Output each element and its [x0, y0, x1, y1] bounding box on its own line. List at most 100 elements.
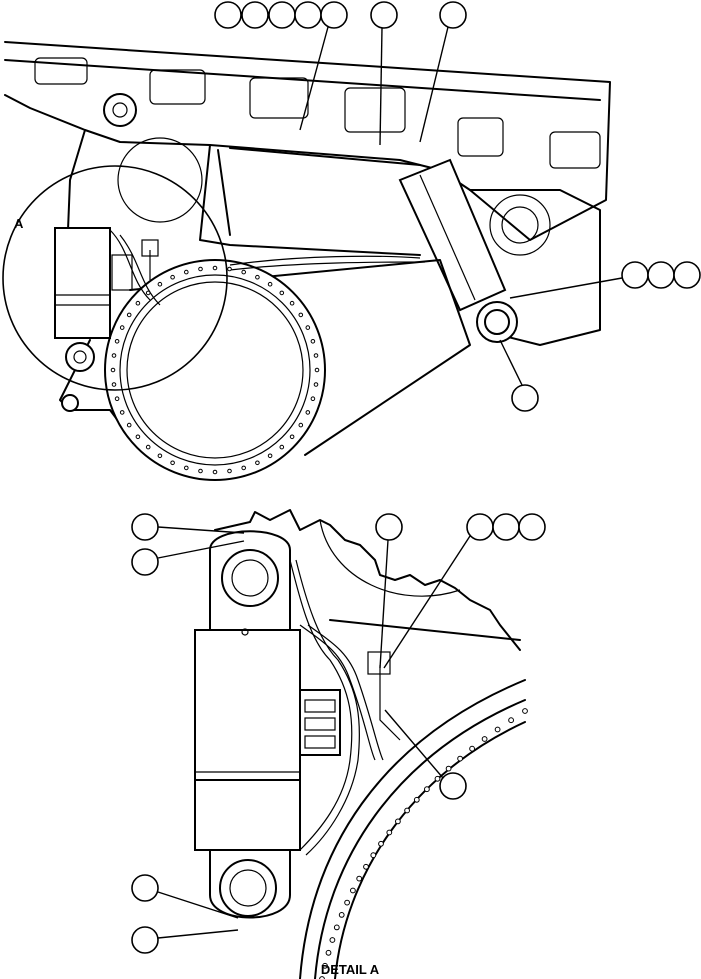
bolt-hole — [157, 281, 163, 287]
bolt-hole — [110, 367, 116, 373]
bolt-holes — [319, 708, 528, 979]
bolt-hole — [522, 708, 528, 714]
callout-bubble — [439, 772, 467, 800]
bolt-hole — [255, 274, 260, 280]
bolt-hole — [344, 899, 351, 906]
bolt-hole — [114, 339, 120, 344]
bolt-hole — [241, 269, 246, 275]
bolt-hole — [184, 269, 189, 275]
bolt-hole — [227, 266, 232, 272]
bolt-hole — [424, 786, 430, 793]
upper-cylinder — [54, 227, 111, 339]
bolt-hole — [135, 434, 141, 440]
bolt-hole — [333, 924, 340, 931]
callout-bubble — [375, 513, 403, 541]
callout-bubble — [131, 926, 159, 954]
wheel-flange — [104, 259, 326, 481]
bolt-hole — [434, 775, 441, 782]
bolt-hole — [457, 755, 464, 762]
bolt-hole — [198, 468, 203, 474]
bolt-hole — [289, 434, 295, 440]
callout-bubble — [511, 384, 539, 412]
bolt-hole — [198, 266, 203, 272]
bolt-hole — [145, 444, 151, 450]
bolt-hole — [119, 325, 125, 330]
bolt-hole — [212, 469, 218, 475]
bolt-hole — [157, 453, 163, 459]
callout-bubble — [673, 261, 701, 289]
bolt-hole — [356, 875, 363, 882]
bolt-hole — [310, 396, 316, 402]
callout-bubble — [294, 1, 322, 29]
bolt-hole — [267, 453, 273, 459]
upper-assembly-view: A — [2, 41, 611, 481]
bolt-hole — [338, 912, 345, 918]
callout-bubble — [214, 1, 242, 29]
bolt-hole — [325, 949, 332, 956]
callout-bubble — [439, 1, 467, 29]
bolt-hole — [363, 863, 369, 870]
callout-bubble — [320, 1, 348, 29]
bolt-hole — [184, 465, 189, 471]
bolt-hole — [310, 339, 316, 344]
bolt-hole — [135, 300, 141, 306]
bolt-hole — [305, 325, 311, 330]
bolt-hole — [314, 367, 320, 373]
upper-bolt-holes — [110, 265, 320, 475]
bolt-hole — [289, 300, 295, 306]
bolt-hole — [212, 265, 218, 271]
bolt-hole — [255, 460, 260, 466]
detail-lower-pivot — [219, 859, 277, 917]
detail-cylinder-rod-end — [194, 779, 301, 851]
bolt-hole — [241, 465, 246, 471]
bolt-hole — [119, 410, 125, 415]
callout-bubble — [518, 513, 546, 541]
callout-bubble — [268, 1, 296, 29]
bolt-hole — [386, 829, 393, 836]
bolt-hole — [298, 312, 304, 318]
valve-block — [299, 689, 341, 756]
bolt-hole — [370, 852, 377, 859]
detail-cylinder-body — [194, 629, 301, 781]
bolt-hole — [170, 460, 175, 466]
bolt-hole — [508, 717, 515, 724]
callout-bubble — [466, 513, 494, 541]
bolt-hole — [126, 422, 132, 428]
detail-reference-label: A — [14, 216, 24, 231]
bolt-hole — [279, 444, 285, 450]
bolt-hole — [267, 281, 273, 287]
detail-a-boundary — [2, 165, 228, 391]
bolt-hole — [329, 937, 336, 943]
bolt-hole — [313, 382, 319, 387]
bolt-hole — [313, 353, 319, 358]
bolt-hole — [494, 726, 501, 733]
bolt-hole — [114, 396, 120, 402]
bolt-hole — [126, 312, 132, 318]
callout-bubble — [492, 513, 520, 541]
callout-bubble — [370, 1, 398, 29]
detail-caption: DETAIL A — [321, 962, 380, 977]
bolt-hole — [305, 410, 311, 415]
bolt-hole — [322, 962, 328, 969]
bolt-hole — [111, 353, 117, 358]
bolt-hole — [170, 274, 175, 280]
callout-bubble — [131, 874, 159, 902]
bolt-hole — [404, 807, 411, 814]
bolt-hole — [395, 818, 401, 825]
bolt-hole — [227, 468, 232, 474]
bolt-hole — [469, 745, 476, 752]
detail-a-view: DETAIL A — [194, 509, 528, 979]
callout-bubble — [131, 513, 159, 541]
bolt-hole — [378, 840, 384, 847]
callout-bubble — [241, 1, 269, 29]
callout-bubble — [621, 261, 649, 289]
bolt-hole — [111, 382, 117, 387]
bolt-hole — [279, 290, 285, 296]
bolt-hole — [481, 736, 488, 742]
bolt-hole — [350, 887, 356, 894]
bolt-hole — [298, 422, 304, 428]
bolt-hole — [145, 290, 151, 296]
recoil-cylinder — [398, 158, 507, 312]
bolt-hole — [413, 796, 420, 803]
